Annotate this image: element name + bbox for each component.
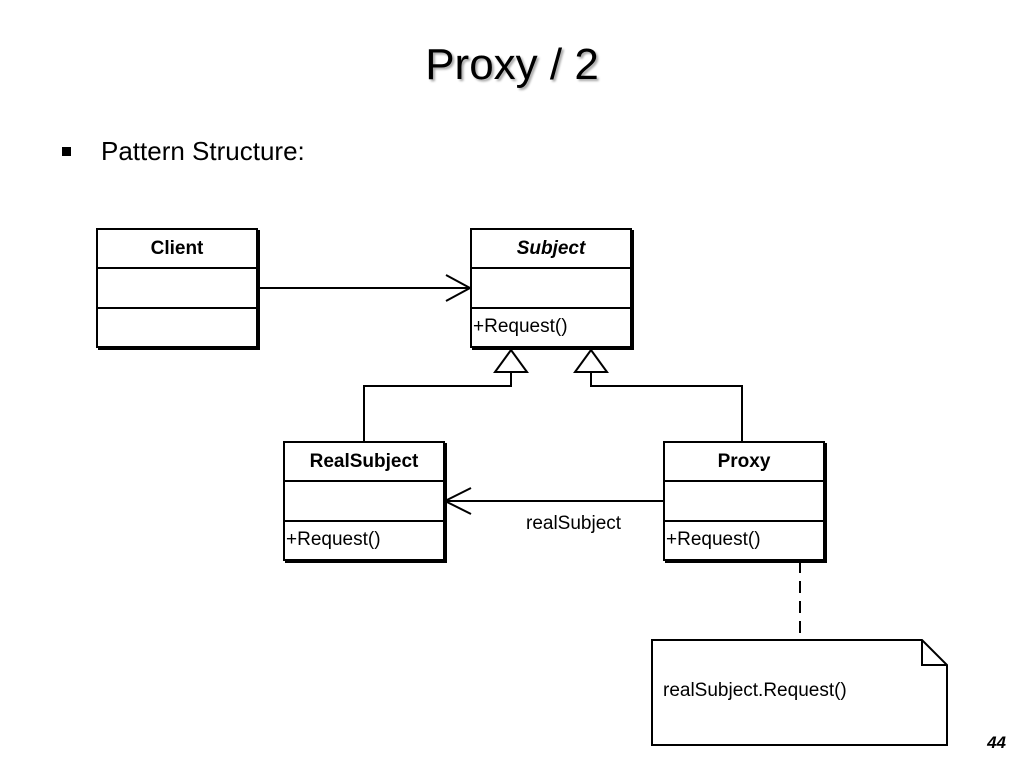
bullet-text: Pattern Structure:	[101, 136, 305, 166]
bullet-item: Pattern Structure:	[62, 136, 305, 167]
note-box	[651, 639, 948, 746]
class-name: RealSubject	[309, 450, 419, 472]
operations-compartment	[98, 306, 256, 346]
class-name: Client	[150, 237, 204, 259]
realsubject-generalization-triangle	[493, 348, 529, 373]
association-label-realsubject: realSubject	[526, 513, 622, 534]
class-proxy: Proxy +Request()	[663, 441, 825, 561]
class-realsubject: RealSubject +Request()	[283, 441, 445, 561]
attributes-compartment	[285, 480, 443, 519]
class-subject: Subject +Request()	[470, 228, 632, 348]
realsubject-generalization-line	[363, 372, 512, 441]
operation-request: +Request()	[472, 306, 630, 346]
note-dog-ear	[921, 640, 947, 666]
operation-request: +Request()	[285, 519, 443, 559]
slide-title: Proxy / 2	[425, 40, 599, 89]
bullet-square-icon	[62, 147, 71, 156]
class-name: Proxy	[717, 450, 771, 472]
attributes-compartment	[98, 267, 256, 306]
attributes-compartment	[665, 480, 823, 519]
proxy-generalization-triangle	[573, 348, 609, 373]
operation-request: +Request()	[665, 519, 823, 559]
note-text: realSubject.Request()	[663, 680, 847, 701]
page-number: 44	[987, 733, 1006, 752]
class-name: Subject	[516, 237, 586, 259]
proxy-generalization-line	[590, 372, 743, 441]
attributes-compartment	[472, 267, 630, 306]
proxy-realsubject-arrowhead	[442, 487, 472, 515]
class-client: Client	[96, 228, 258, 348]
